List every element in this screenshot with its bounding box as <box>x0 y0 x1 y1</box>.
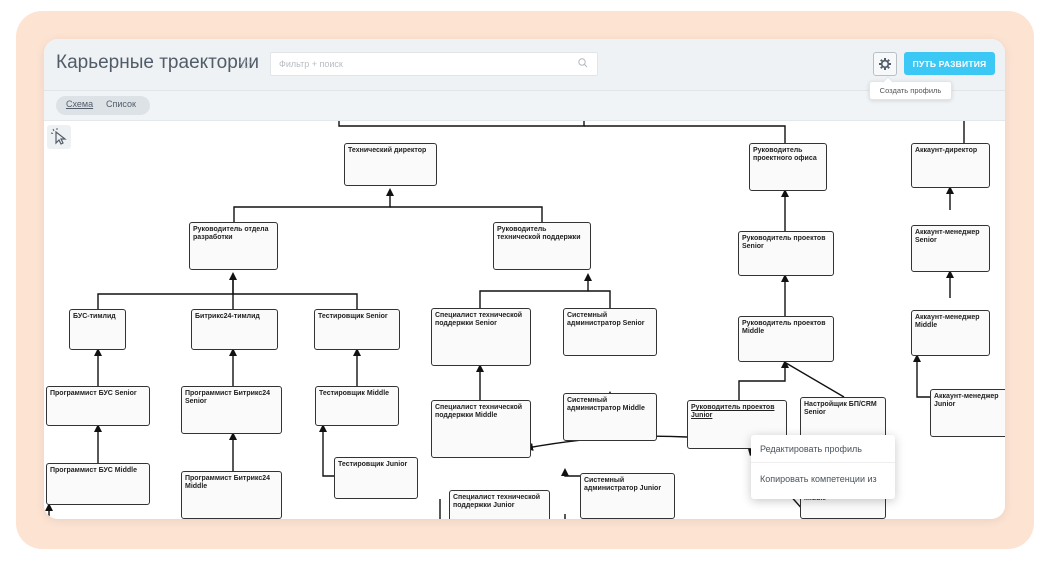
pointer-tool-button[interactable] <box>47 125 71 149</box>
gear-icon <box>879 58 891 70</box>
node-sysadmin-junior[interactable]: Системный администратор Junior <box>580 473 675 519</box>
node-prog-b24-senior[interactable]: Программист Битрикс24 Senior <box>181 386 282 434</box>
node-account-junior[interactable]: Аккаунт-менеджер Junior <box>930 389 1005 437</box>
node-tester-middle[interactable]: Тестировщик Middle <box>315 386 399 426</box>
node-prog-b24-middle[interactable]: Программист Битрикс24 Middle <box>181 471 282 519</box>
app-window: Карьерные траектории ☆ <box>44 39 1005 519</box>
tab-list[interactable]: Список <box>106 99 136 109</box>
settings-button[interactable] <box>873 52 897 76</box>
node-b24-lead[interactable]: Битрикс24-тимлид <box>191 309 278 350</box>
node-head-pmo[interactable]: Руководитель проектного офиса <box>749 143 827 191</box>
diagram-canvas[interactable]: Технический директор Руководитель отдела… <box>44 121 1005 519</box>
node-bus-lead[interactable]: БУС-тимлид <box>69 309 126 350</box>
view-switcher: Схема Список <box>56 96 150 115</box>
node-account-senior[interactable]: Аккаунт-менеджер Senior <box>911 225 990 272</box>
menu-item-copy-competencies[interactable]: Копировать компетенции из <box>760 474 877 484</box>
node-tester-senior[interactable]: Тестировщик Senior <box>314 309 400 350</box>
career-path-button[interactable]: ПУТЬ РАЗВИТИЯ <box>904 52 995 75</box>
page-title: Карьерные траектории <box>56 52 260 73</box>
node-support-senior[interactable]: Специалист технической поддержки Senior <box>431 308 531 366</box>
node-tester-junior[interactable]: Тестировщик Junior <box>334 457 418 499</box>
node-prog-bus-middle[interactable]: Программист БУС Middle <box>46 463 150 505</box>
node-account-director[interactable]: Аккаунт-директор <box>911 143 990 188</box>
favorite-star-icon[interactable]: ☆ <box>238 56 253 73</box>
search-input[interactable] <box>279 56 559 72</box>
node-bp-senior[interactable]: Настройщик БП/CRM Senior <box>800 397 886 442</box>
node-support-junior[interactable]: Специалист технической поддержки Junior <box>449 490 550 519</box>
node-prog-bus-senior[interactable]: Программист БУС Senior <box>46 386 150 426</box>
node-pm-senior[interactable]: Руководитель проектов Senior <box>738 231 834 276</box>
node-account-middle[interactable]: Аккаунт-менеджер Middle <box>911 310 990 356</box>
node-head-support[interactable]: Руководитель технической поддержки <box>493 222 591 270</box>
node-support-middle[interactable]: Специалист технической поддержки Middle <box>431 400 531 458</box>
node-tech-director[interactable]: Технический директор <box>344 143 437 186</box>
node-head-dev[interactable]: Руководитель отдела разработки <box>189 222 278 270</box>
menu-item-edit-profile[interactable]: Редактировать профиль <box>751 435 895 463</box>
node-sysadmin-middle[interactable]: Системный администратор Middle <box>563 393 657 441</box>
header: Карьерные траектории ☆ <box>44 39 1005 91</box>
node-pm-middle[interactable]: Руководитель проектов Middle <box>738 316 834 362</box>
view-tabs-bar: Схема Список <box>44 91 1005 121</box>
node-sysadmin-senior[interactable]: Системный администратор Senior <box>563 308 657 356</box>
search-icon[interactable] <box>577 57 589 69</box>
context-menu: Редактировать профиль Копировать компете… <box>751 435 895 499</box>
tab-scheme[interactable]: Схема <box>66 99 94 109</box>
cursor-icon <box>50 128 67 145</box>
search-field[interactable] <box>270 52 598 76</box>
create-profile-tooltip: Создать профиль <box>869 81 952 100</box>
